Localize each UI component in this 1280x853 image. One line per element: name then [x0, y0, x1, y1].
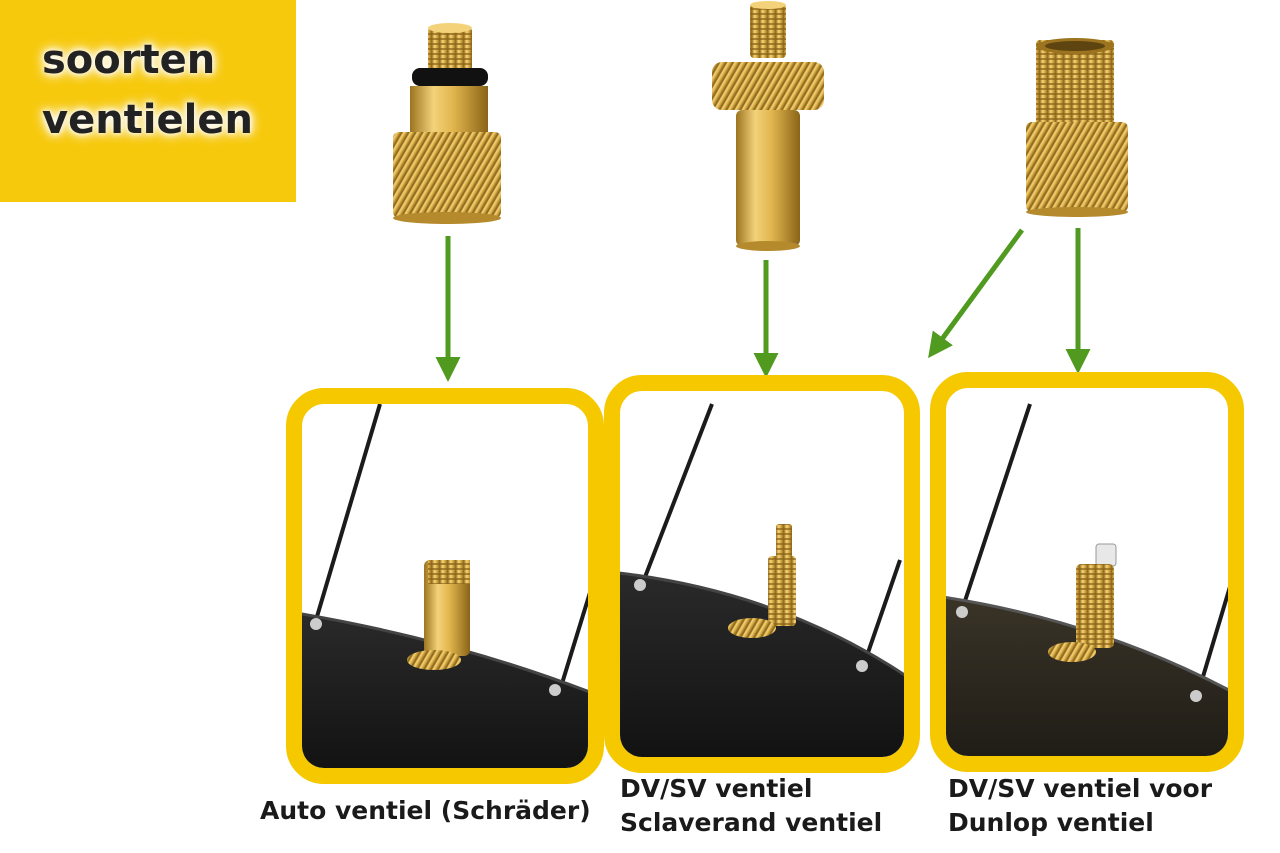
- title-line-1: soorten: [42, 37, 216, 83]
- caption-dunlop-line-2: Dunlop ventiel: [948, 808, 1154, 837]
- panel-auto: [286, 388, 604, 784]
- page-title: soorten ventielen: [42, 30, 253, 150]
- panel-dunlop: [930, 372, 1244, 772]
- caption-presta: DV/SV ventiel Sclaverand ventiel: [620, 772, 882, 840]
- caption-dunlop: DV/SV ventiel voor Dunlop ventiel: [948, 772, 1212, 840]
- arrow-3-diagonal: [928, 228, 1025, 359]
- title-box: soorten ventielen: [0, 0, 296, 202]
- caption-auto: Auto ventiel (Schräder): [260, 794, 591, 828]
- title-line-2: ventielen: [42, 97, 253, 143]
- caption-presta-line-2: Sclaverand ventiel: [620, 808, 883, 837]
- arrows: [435, 228, 1091, 382]
- dunlop-adapter-icon: [1026, 38, 1128, 217]
- presta-adapter-icon: [712, 1, 824, 251]
- caption-dunlop-line-1: DV/SV ventiel voor: [948, 774, 1213, 803]
- caption-presta-line-1: DV/SV ventiel: [620, 774, 813, 803]
- caption-auto-line-1: Auto ventiel (Schräder): [260, 796, 591, 825]
- panel-presta: [604, 375, 920, 773]
- auto-adapter-icon: [393, 23, 501, 224]
